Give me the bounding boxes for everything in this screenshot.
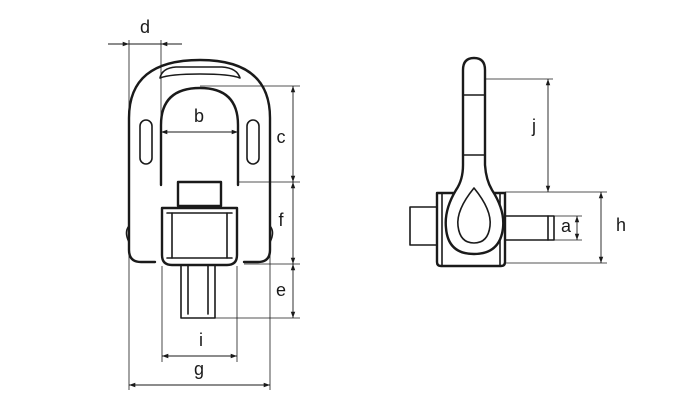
front-right-boss <box>269 225 274 243</box>
front-left-boss <box>125 225 130 243</box>
front-right-slot <box>246 119 260 165</box>
side-dimensions <box>486 78 607 264</box>
dimension-label-b: b <box>194 106 204 126</box>
front-stud <box>180 261 216 319</box>
front-shackle-inner <box>159 86 240 187</box>
side-eye-opening <box>457 187 491 244</box>
dimension-label-h: h <box>616 215 626 235</box>
dimension-label-g: g <box>194 359 204 379</box>
dimension-label-c: c <box>277 127 286 147</box>
dimension-label-d: d <box>140 17 150 37</box>
front-view <box>125 58 274 319</box>
front-swivel-body <box>160 206 239 267</box>
dimension-label-i: i <box>199 330 203 350</box>
front-hex-nut <box>176 180 223 208</box>
dimension-label-a: a <box>561 216 572 236</box>
dimension-label-f: f <box>278 210 284 230</box>
side-view <box>409 56 555 268</box>
side-left-stud <box>409 206 439 246</box>
front-shackle-outer <box>127 58 272 264</box>
side-right-stud <box>503 215 555 241</box>
front-dimensions <box>108 40 300 390</box>
front-left-slot <box>139 119 153 165</box>
side-eye-shank <box>444 56 505 256</box>
front-top-slot <box>159 66 241 79</box>
dimension-label-j: j <box>531 116 536 136</box>
dimension-label-e: e <box>276 280 286 300</box>
